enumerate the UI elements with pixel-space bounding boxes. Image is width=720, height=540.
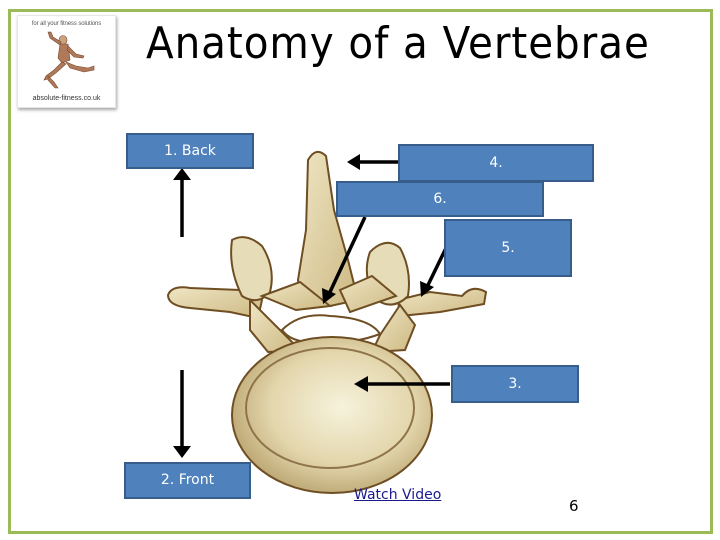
label-text: 2. Front [160, 472, 215, 488]
label-text: 6. [433, 191, 447, 207]
logo-url: absolute-fitness.co.uk [32, 95, 101, 102]
watch-video-link[interactable]: Watch Video [354, 487, 442, 503]
logo-tagline: for all your fitness solutions [31, 21, 102, 27]
slide-frame [8, 9, 713, 534]
label-text: 4. [489, 155, 503, 171]
vertebra-image [166, 150, 488, 494]
label-box-6[interactable]: 6. [336, 181, 544, 217]
label-text: 1. Back [164, 143, 216, 159]
page-title: Anatomy of a Vertebrae [146, 18, 650, 69]
label-box-3[interactable]: 3. [451, 365, 579, 403]
label-box-front[interactable]: 2. Front [124, 462, 251, 499]
label-box-back[interactable]: 1. Back [126, 133, 254, 169]
label-text: 3. [508, 376, 522, 392]
label-box-5[interactable]: 5. [444, 219, 572, 277]
label-text: 5. [501, 240, 515, 256]
label-arrows [173, 154, 450, 458]
logo: for all your fitness solutions absolute-… [17, 15, 116, 108]
muscle-figure-icon [43, 31, 95, 89]
page-number: 6 [569, 497, 579, 515]
label-box-4[interactable]: 4. [398, 144, 594, 182]
